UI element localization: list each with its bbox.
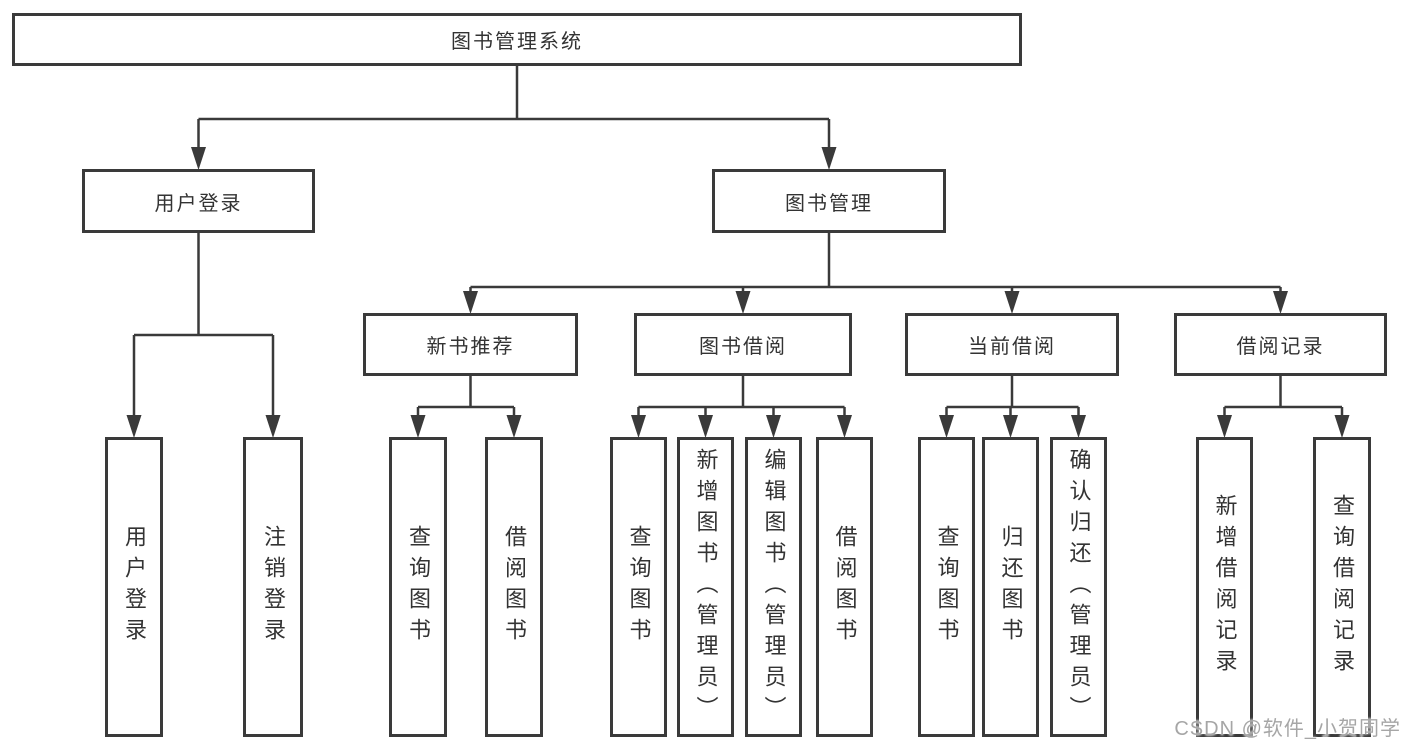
node-label: 查询图书 — [626, 525, 652, 649]
leaf-logout: 注销登录 — [243, 437, 303, 737]
node-label: 借阅图书 — [832, 525, 858, 649]
leaf-query-borrow-record: 查询借阅记录 — [1313, 437, 1371, 737]
node-label: 查询图书 — [406, 525, 431, 649]
leaf-confirm-return-admin: 确认归还（管理员） — [1050, 437, 1107, 737]
node-new-book-recommend: 新书推荐 — [363, 313, 578, 376]
node-borrow-record: 借阅记录 — [1174, 313, 1387, 376]
watermark-text: CSDN @软件_小贺同学 — [1174, 718, 1401, 740]
node-label: 借阅图书 — [502, 525, 527, 649]
node-label: 新增图书（管理员） — [693, 447, 719, 727]
leaf-borrow-books-recommend: 借阅图书 — [485, 437, 543, 737]
node-label: 图书借阅 — [699, 336, 787, 358]
leaf-query-books-borrow: 查询图书 — [610, 437, 667, 737]
node-current-borrow: 当前借阅 — [905, 313, 1119, 376]
node-label: 用户登录 — [154, 192, 243, 215]
node-label: 图书管理 — [785, 192, 873, 215]
node-label: 图书管理系统 — [451, 31, 583, 53]
node-label: 查询图书 — [934, 525, 960, 649]
arrowheads — [126, 147, 1350, 438]
leaf-add-borrow-record: 新增借阅记录 — [1196, 437, 1253, 737]
node-label: 当前借阅 — [968, 336, 1056, 358]
leaf-user-login: 用户登录 — [105, 437, 163, 737]
node-label: 新书推荐 — [426, 336, 515, 358]
node-user-login: 用户登录 — [82, 169, 315, 233]
node-root: 图书管理系统 — [12, 13, 1022, 66]
leaf-add-book-admin: 新增图书（管理员） — [677, 437, 734, 737]
node-book-management: 图书管理 — [712, 169, 946, 233]
node-book-borrow: 图书借阅 — [634, 313, 852, 376]
leaf-query-books-current: 查询图书 — [918, 437, 975, 737]
node-label: 确认归还（管理员） — [1066, 447, 1092, 727]
leaf-borrow-books: 借阅图书 — [816, 437, 873, 737]
node-label: 归还图书 — [998, 525, 1024, 649]
node-label: 查询借阅记录 — [1330, 494, 1355, 680]
node-label: 用户登录 — [122, 525, 147, 649]
node-label: 借阅记录 — [1236, 336, 1325, 358]
leaf-return-book: 归还图书 — [982, 437, 1039, 737]
leaf-edit-book-admin: 编辑图书（管理员） — [745, 437, 802, 737]
node-label: 注销登录 — [261, 525, 286, 649]
node-label: 新增借阅记录 — [1212, 494, 1238, 680]
leaf-query-books-recommend: 查询图书 — [389, 437, 447, 737]
node-label: 编辑图书（管理员） — [761, 447, 787, 727]
